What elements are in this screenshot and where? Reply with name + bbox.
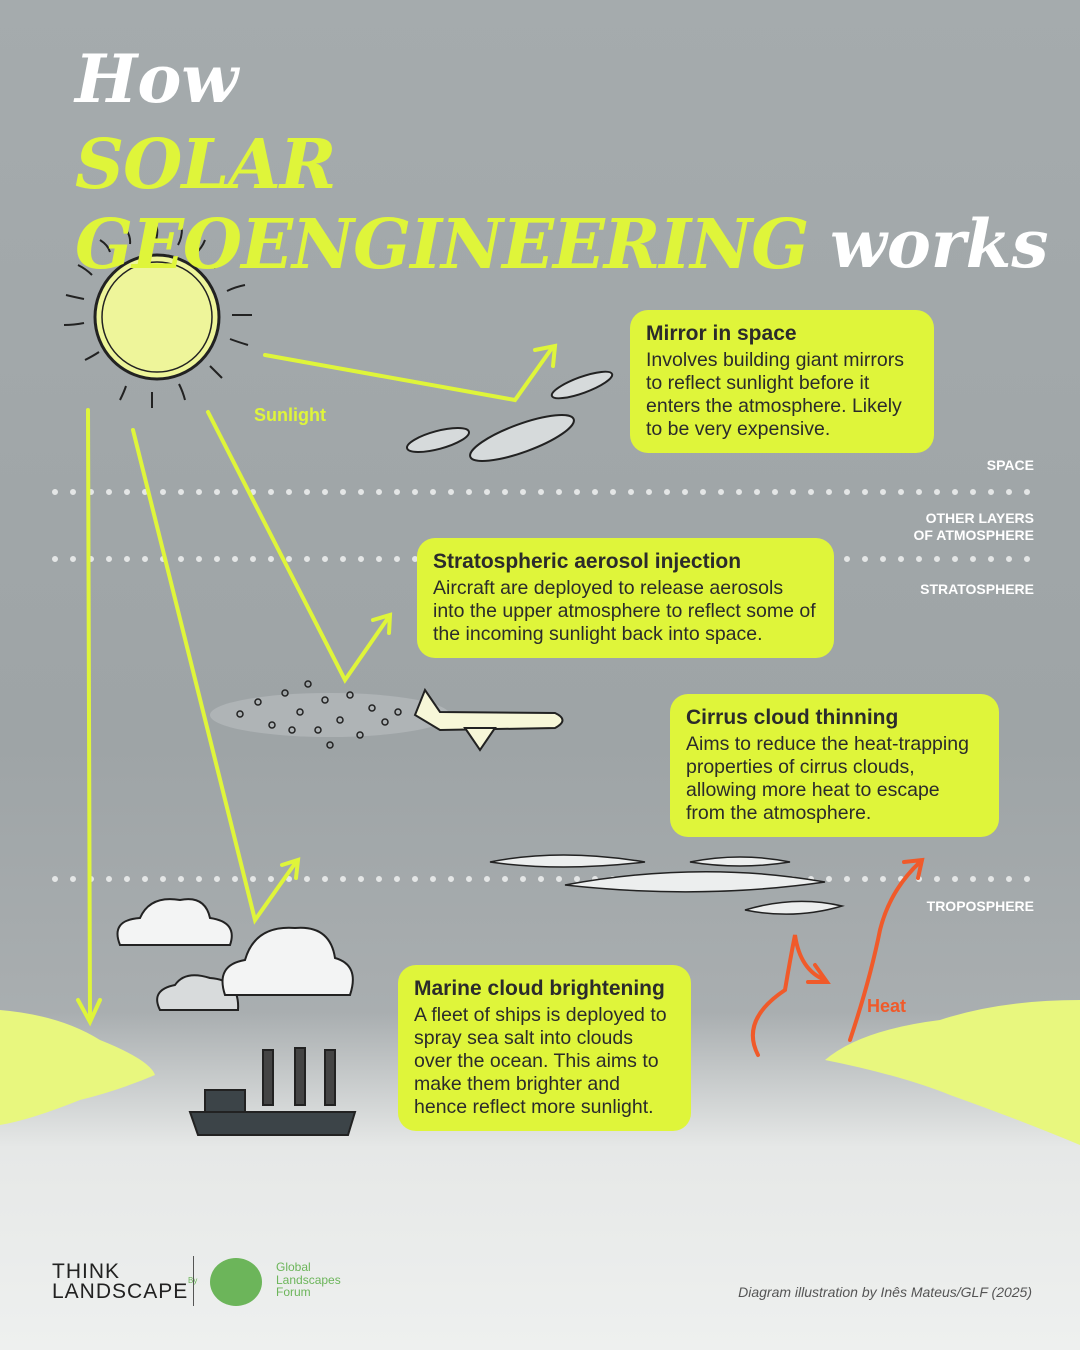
- cirrus-clouds: [489, 854, 845, 915]
- title-works: works: [830, 205, 1049, 283]
- box-body: A fleet of ships is deployed to spray se…: [414, 1004, 667, 1118]
- box-title: Cirrus cloud thinning: [686, 706, 899, 729]
- layer-stratosphere: STRATOSPHERE: [920, 581, 1034, 597]
- glf-leaf-icon: [210, 1258, 262, 1306]
- box-body: Involves building giant mirrors to refle…: [646, 349, 904, 440]
- mirror-icons: [406, 370, 614, 462]
- land: [0, 1000, 1080, 1145]
- layer-troposphere: TROPOSPHERE: [926, 898, 1034, 914]
- title-how: How: [75, 40, 239, 118]
- airplane-icon: [413, 687, 564, 752]
- layer-space: SPACE: [986, 457, 1034, 473]
- ship-icon: [188, 1047, 357, 1136]
- divider: [193, 1256, 194, 1306]
- sunlight-label: Sunlight: [254, 405, 326, 425]
- box-title: Mirror in space: [646, 322, 797, 345]
- glf-logo-text: Global Landscapes Forum: [276, 1260, 341, 1299]
- box-body: Aims to reduce the heat-trapping propert…: [686, 733, 969, 824]
- box-marine-cloud: Marine cloud brightening A fleet of ships…: [398, 965, 691, 1131]
- sunlight-arrows: [76, 343, 558, 1027]
- by-label: By: [188, 1276, 197, 1285]
- box-title: Stratospheric aerosol injection: [433, 550, 742, 573]
- think-landscape-logo: THINK LANDSCAPE: [52, 1260, 189, 1303]
- layer-other-line1: OTHER LAYERS: [925, 510, 1034, 526]
- heat-label: Heat: [867, 996, 907, 1016]
- aerosol-cloud: [210, 680, 450, 749]
- credit: Diagram illustration by Inês Mateus/GLF …: [738, 1284, 1032, 1300]
- box-body: Aircraft are deployed to release aerosol…: [433, 577, 816, 645]
- layer-other-line2: OF ATMOSPHERE: [913, 527, 1034, 543]
- cumulus-clouds: [116, 898, 354, 1011]
- sun-icon: [63, 221, 252, 409]
- heat-arrows: [750, 857, 925, 1057]
- title-main: SOLAR GEOENGINEERING: [75, 125, 809, 285]
- box-title: Marine cloud brightening: [414, 977, 665, 1000]
